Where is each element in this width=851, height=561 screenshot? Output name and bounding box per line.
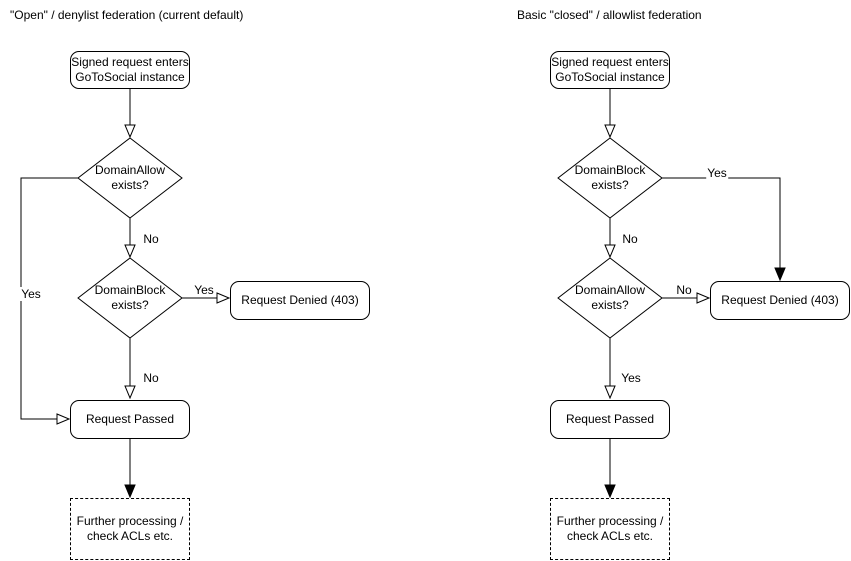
edge-label-left-decision1-no: No (142, 232, 160, 246)
node-left-decision-domainblock: DomainBlock exists? (94, 283, 166, 312)
diamond-left-domainallow (77, 137, 183, 219)
edge-label-right-decision1-yes: Yes (706, 166, 728, 180)
diamond-right-domainallow (557, 257, 663, 339)
node-left-start: Signed request enters GoToSocial instanc… (70, 51, 190, 89)
edge-right-decision1-yes (662, 177, 780, 280)
node-right-request-denied: Request Denied (403) (710, 281, 850, 320)
edge-label-left-decision2-yes: Yes (193, 283, 215, 297)
node-right-decision-domainallow: DomainAllow exists? (574, 283, 646, 312)
left-diagram-title: "Open" / denylist federation (current de… (10, 8, 244, 22)
node-left-request-passed: Request Passed (70, 400, 190, 439)
node-left-decision-domainallow: DomainAllow exists? (94, 163, 166, 192)
node-right-further-processing: Further processing / check ACLs etc. (550, 498, 670, 560)
node-right-decision-domainblock: DomainBlock exists? (574, 163, 646, 192)
edge-label-left-decision2-no: No (142, 371, 160, 385)
node-left-further-processing: Further processing / check ACLs etc. (70, 498, 190, 560)
edge-label-right-decision2-yes: Yes (620, 371, 642, 385)
edge-label-right-decision1-no: No (621, 232, 639, 246)
edge-label-left-decision1-yes: Yes (20, 287, 42, 301)
diamond-left-domainblock (77, 257, 183, 339)
right-diagram-title: Basic "closed" / allowlist federation (517, 8, 702, 22)
node-left-request-denied: Request Denied (403) (230, 281, 370, 320)
node-right-start: Signed request enters GoToSocial instanc… (550, 51, 670, 89)
node-right-request-passed: Request Passed (550, 400, 670, 439)
edge-label-right-decision2-no: No (675, 283, 693, 297)
diamond-right-domainblock (557, 137, 663, 219)
